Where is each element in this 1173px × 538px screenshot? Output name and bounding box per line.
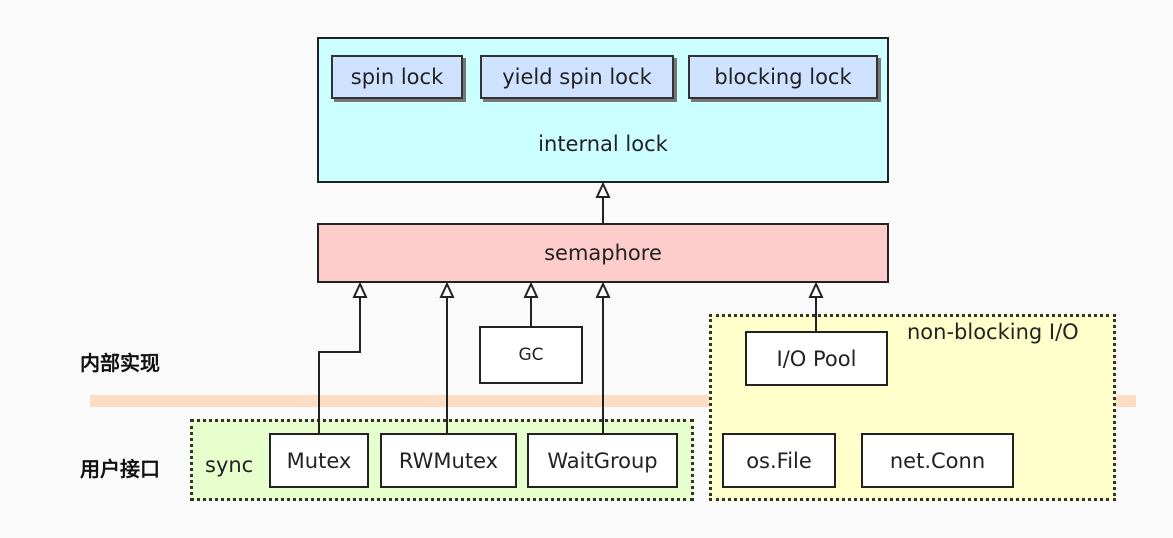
gc-box: GC	[479, 326, 583, 384]
arrow-mutex-to-semaphore	[318, 296, 361, 433]
non-blocking-io-label: non-blocking I/O	[907, 320, 1079, 344]
waitgroup-label: WaitGroup	[547, 448, 658, 473]
rwmutex-box: RWMutex	[380, 433, 517, 488]
arrowhead-waitgroup	[595, 281, 611, 298]
arrowhead-rwmutex	[439, 281, 455, 298]
spin-lock-box: spin lock	[331, 55, 463, 99]
waitgroup-box: WaitGroup	[527, 433, 678, 488]
arrowhead-gc	[523, 281, 539, 298]
os-file-label: os.File	[746, 448, 812, 473]
internal-layer-label: 内部实现	[80, 351, 160, 375]
rwmutex-label: RWMutex	[398, 448, 499, 473]
semaphore-label: semaphore	[544, 241, 662, 265]
os-file-box: os.File	[722, 433, 836, 488]
arrowhead-iopool	[808, 281, 824, 298]
net-conn-label: net.Conn	[889, 448, 986, 473]
yield-spin-lock-box: yield spin lock	[480, 55, 674, 99]
mutex-box: Mutex	[269, 433, 369, 488]
mutex-label: Mutex	[286, 448, 352, 473]
gc-label: GC	[518, 345, 544, 365]
arrowhead-internal-lock	[595, 181, 611, 198]
io-pool-label: I/O Pool	[776, 346, 857, 371]
user-layer-label: 用户接口	[80, 457, 160, 481]
blocking-lock-box: blocking lock	[688, 55, 878, 99]
internal-lock-label: internal lock	[538, 132, 668, 156]
net-conn-box: net.Conn	[861, 433, 1014, 488]
sync-label: sync	[205, 453, 254, 477]
arrowhead-mutex	[352, 281, 368, 298]
io-pool-box: I/O Pool	[745, 331, 888, 386]
